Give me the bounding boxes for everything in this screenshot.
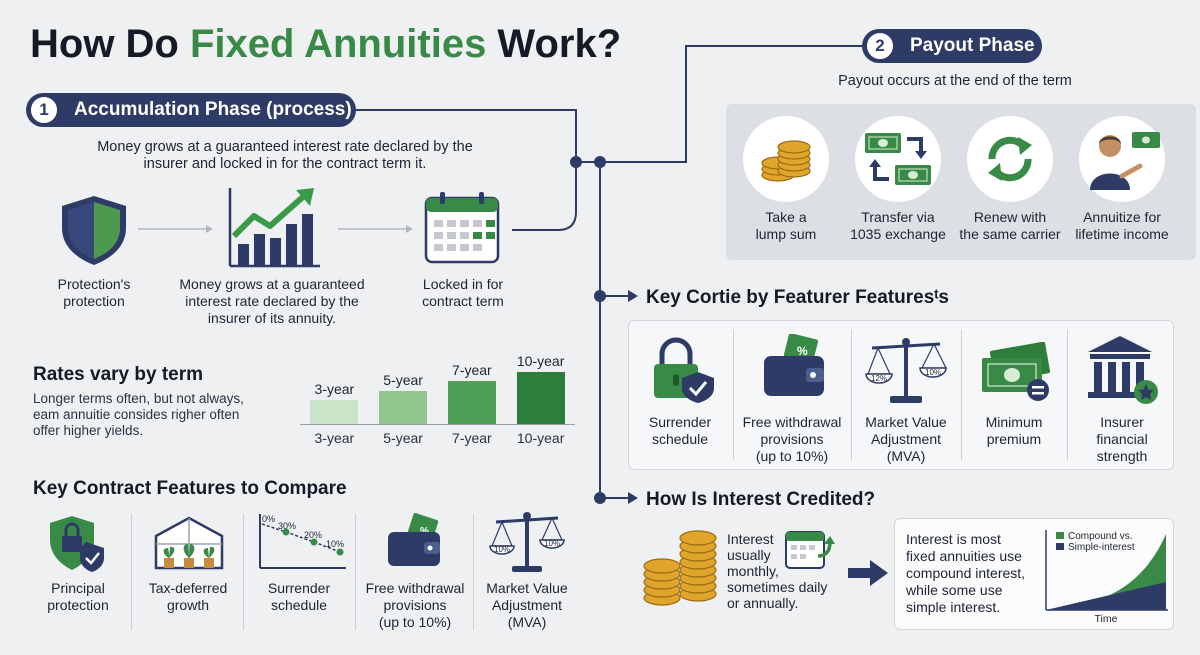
padlock-shield-icon <box>654 337 714 403</box>
rate-bar-top-label: 7-year <box>452 362 492 379</box>
exchange-circle <box>855 116 941 202</box>
payout-phase-label: Payout Phase <box>910 35 1035 56</box>
coin-stacks-icon <box>643 530 717 606</box>
wallet-icon: % <box>388 513 440 566</box>
rate-bar-top-label: 10-year <box>516 353 565 369</box>
accumulation-phase-pill: 1 Accumulation Phase (process) <box>26 93 356 127</box>
money-exchange-icon <box>865 133 931 185</box>
step-number-2: 2 <box>865 31 895 61</box>
annuitize-circle <box>1079 116 1165 202</box>
rate-x-tick-label: 3-year <box>314 430 355 446</box>
calendar-icon <box>424 192 500 264</box>
surrender-label-3: 10% <box>326 539 344 549</box>
rate-term-chart: 3-year 5-year 7-year 10-year 3-year 5-year 7-… <box>300 344 575 454</box>
compound-interest-panel <box>894 518 1174 630</box>
growth-chart-icon <box>228 188 320 268</box>
shield-icon <box>62 196 126 265</box>
page-title: How Do Fixed Annuities Work? <box>30 22 622 66</box>
rate-bar-top-label: 5-year <box>383 371 423 388</box>
rate-bar-top-label: 3-year <box>314 381 355 397</box>
step-number-1: 1 <box>29 95 59 125</box>
surrender-label-0: 0% <box>262 514 275 524</box>
shield-check-lock-icon <box>50 516 104 572</box>
right-arrow-icon <box>848 560 888 586</box>
renew-arrows-icon <box>988 136 1032 182</box>
rate-bar-5-year <box>379 390 428 424</box>
rate-x-tick-label: 5-year <box>383 430 423 446</box>
right-mva-left-label: 12% <box>871 374 887 383</box>
payout-phase-pill: 2 Payout Phase <box>862 29 1042 63</box>
right-mva-right-label: 10% <box>925 368 941 377</box>
compound-vs-simple-chart <box>1045 530 1168 611</box>
chart-time-axis-label: Time <box>1094 613 1118 625</box>
scale-balance-icon: 10% 10% <box>489 512 565 572</box>
features-right-heading: Key Cortie by Featurer Featuresᵗs <box>646 287 949 308</box>
coins-icon <box>761 140 811 182</box>
chart-legend-simple: Simple-interest <box>1068 542 1135 553</box>
rate-bar-10-year <box>516 372 565 424</box>
surrender-label-1: 30% <box>278 521 296 531</box>
person-income-icon <box>1090 132 1160 190</box>
rate-x-tick-label: 7-year <box>452 430 492 446</box>
greenhouse-icon <box>154 516 224 570</box>
mva-left-label: 10% <box>494 545 510 554</box>
mva-right-label: 10% <box>544 539 560 548</box>
rate-bar-3-year <box>310 400 359 424</box>
scale-mva-icon: 12% 10% <box>865 338 947 403</box>
accumulation-phase-label: Accumulation Phase (process) <box>74 99 352 120</box>
chart-legend-compound: Compound vs. <box>1068 531 1133 542</box>
payout-description: Payout occurs at the end of the term <box>838 73 1072 89</box>
bank-building-icon <box>1088 336 1158 404</box>
accumulation-description: Money grows at a guaranteed interest rat… <box>97 139 473 172</box>
calendar-arrow-icon <box>785 531 835 569</box>
surrender-label-2: 20% <box>304 530 322 540</box>
rates-description: Longer terms often, but not always,eam a… <box>33 391 244 438</box>
coins-circle <box>743 116 829 202</box>
features-left-heading: Key Contract Features to Compare <box>33 478 347 499</box>
cash-bills-icon <box>982 342 1051 401</box>
renew-circle <box>967 116 1053 202</box>
surrender-schedule-chart-icon: 0% 30% 20% 10% <box>259 514 346 569</box>
rates-heading: Rates vary by term <box>33 364 204 385</box>
rate-bar-7-year <box>447 381 496 424</box>
rate-x-tick-label: 10-year <box>516 430 565 446</box>
wallet-percent-icon: % <box>764 334 824 396</box>
svg-text:%: % <box>420 526 429 537</box>
svg-text:%: % <box>797 344 808 358</box>
interest-heading: How Is Interest Credited? <box>646 489 876 510</box>
